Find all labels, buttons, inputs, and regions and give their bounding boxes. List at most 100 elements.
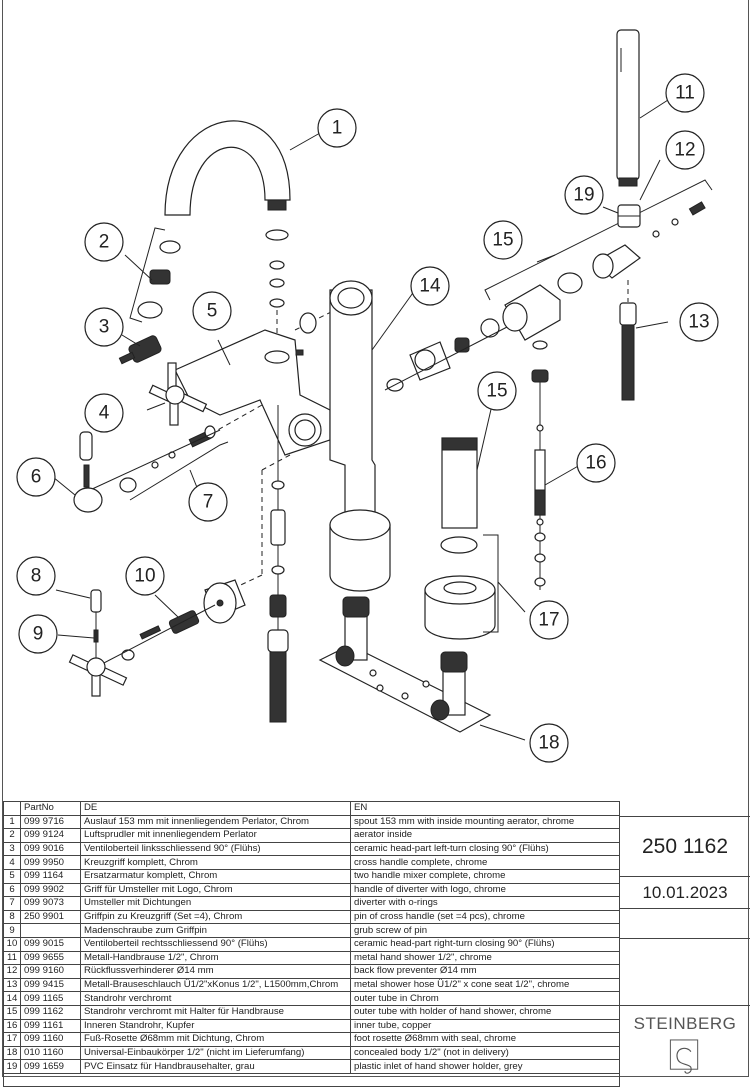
cell-en: aerator inside [350,828,620,843]
cell-pos: 11 [3,950,21,966]
cross-handle-part [148,362,208,426]
cell-de: Luftsprudler mit innenliegendem Perlator [80,828,351,843]
svg-text:14: 14 [419,276,441,297]
callout-7: 7 [188,482,228,522]
outer-tube-part [329,280,391,592]
cell-part-no: 099 9073 [20,896,81,911]
cartridge-left-part [118,335,162,365]
svg-text:13: 13 [688,312,709,333]
cell-en: back flow preventer Ø14 mm [350,964,620,979]
cell-en: metal shower hose Ü1/2" x cone seat 1/2"… [350,977,620,993]
svg-text:3: 3 [99,317,110,338]
cell-de: Rückflussverhinderer Ø14 mm [80,964,351,979]
svg-text:4: 4 [99,403,110,424]
callout-17: 17 [529,600,569,640]
callout-16: 16 [576,443,616,483]
diverter-part [89,425,229,501]
cell-pos: 13 [3,977,21,993]
diverter-handle-part [73,431,103,513]
cell-de: Kreuzgriff komplett, Chrom [80,855,351,870]
cell-part-no: 099 9124 [20,828,81,843]
header-en: EN [350,801,620,816]
cell-part-no: 099 1165 [20,991,81,1006]
cell-de: Standrohr verchromt mit Halter für Handb… [80,1004,351,1020]
cell-part-no: 099 1161 [20,1018,81,1034]
steinberg-logo-icon [669,1039,699,1074]
title-block-empty-cell [620,938,750,1005]
callout-15-top: 15 [483,220,523,260]
cell-pos: 2 [3,828,21,843]
cell-pos: 10 [3,936,21,952]
svg-text:12: 12 [674,140,695,161]
callout-11: 11 [665,73,705,113]
concealed-body-part [318,596,492,733]
cell-pos: 7 [3,896,21,911]
inner-tube-part [531,340,549,590]
shower-holder-part [484,179,713,341]
cell-de: Metall-Brauseschlauch Ü1/2"xKonus 1/2", … [80,977,351,993]
cell-pos: 19 [3,1059,21,1074]
cell-part-no: 099 9015 [20,936,81,952]
svg-text:5: 5 [207,301,218,322]
cell-part-no: 099 9415 [20,977,81,993]
callout-18: 18 [529,723,569,763]
cell-en: pin of cross handle (set =4 pcs), chrome [350,909,620,925]
mixer-body-part [174,329,331,456]
cell-en: inner tube, copper [350,1018,620,1034]
cell-en: cross handle complete, chrome [350,855,620,870]
svg-text:2: 2 [99,232,110,253]
pin-part [90,589,102,660]
svg-text:1: 1 [332,118,343,139]
cartridge-right-part [99,579,246,666]
header-de: DE [80,801,351,816]
callout-4: 4 [84,393,124,433]
cell-pos: 6 [3,882,21,898]
cell-part-no: 010 1160 [20,1045,81,1061]
cell-en: grub screw of pin [350,923,620,938]
cell-part-no: 099 1162 [20,1004,81,1020]
title-block-empty-cell [620,908,750,938]
cell-pos: 8 [3,909,21,925]
title-block: 250 1162 10.01.2023 STEINBERG [619,816,750,1077]
cell-de: Standrohr verchromt [80,991,351,1006]
cell-part-no: 099 9655 [20,950,81,966]
cell-part-no: 099 9950 [20,855,81,870]
callout-1: 1 [317,108,357,148]
callout-6: 6 [16,457,56,497]
cell-pos: 15 [3,1004,21,1020]
cell-de: PVC Einsatz für Handbrausehalter, grau [80,1059,351,1074]
brand-cell: STEINBERG [620,1005,750,1077]
cell-pos: 12 [3,964,21,979]
cell-pos: 16 [3,1018,21,1034]
cell-pos: 3 [3,841,21,857]
svg-text:7: 7 [203,492,214,513]
cell-part-no: 250 9901 [20,909,81,925]
outer-tube-holder-part [440,437,478,554]
nut-fittings [384,309,541,392]
callout-3: 3 [84,307,124,347]
cell-en: concealed body 1/2" (not in delivery) [350,1045,620,1061]
svg-text:10: 10 [134,566,155,587]
cell-de: Madenschraube zum Griffpin [80,923,351,938]
spout-seals [265,229,289,345]
cell-part-no: 099 1164 [20,868,81,884]
cell-en: metal hand shower 1/2", chrome [350,950,620,966]
cell-en: outer tube in Chrom [350,991,620,1006]
spout-part [164,120,291,216]
cell-en: two handle mixer complete, chrome [350,868,620,884]
svg-text:15: 15 [486,381,507,402]
callout-8: 8 [16,556,56,596]
